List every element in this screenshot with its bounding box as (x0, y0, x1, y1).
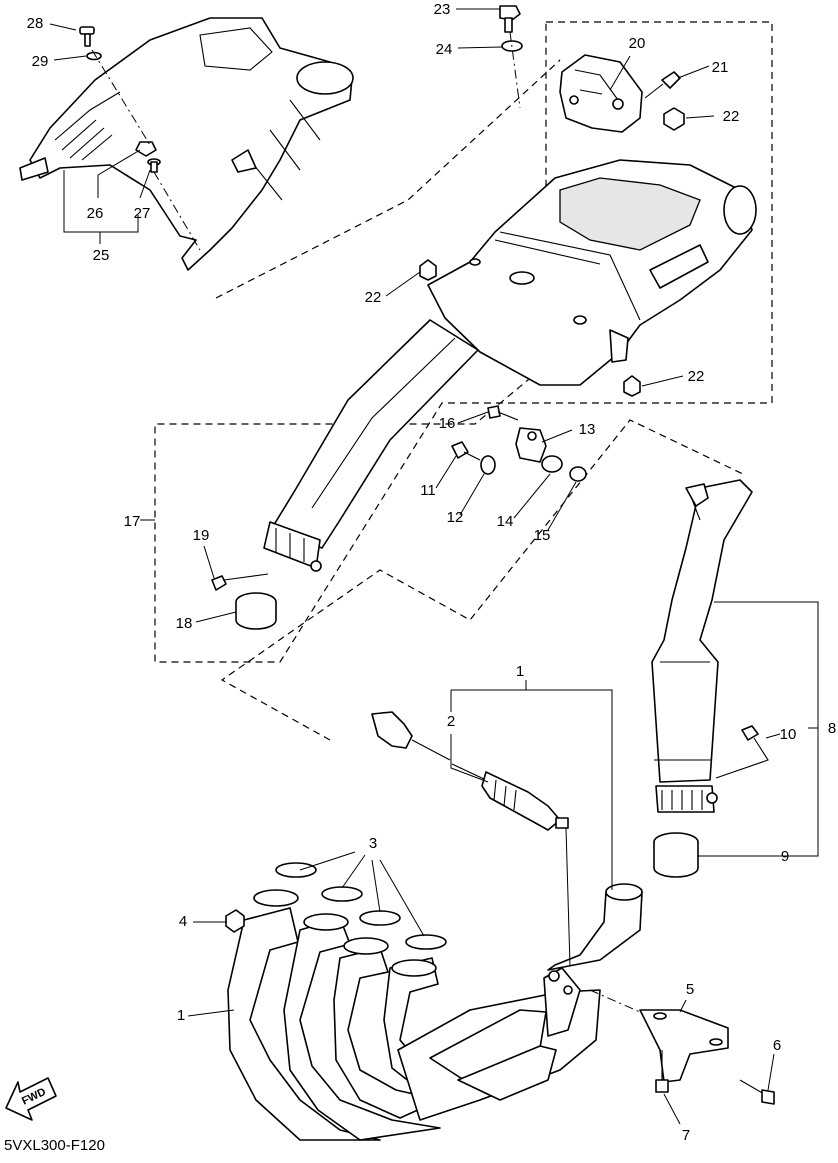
bracket-5 (639, 1009, 729, 1083)
callout-28: 28 (27, 15, 44, 32)
callout-2: 2 (447, 713, 455, 730)
callout-8: 8 (828, 720, 836, 737)
callout-1-bottom: 1 (177, 1007, 185, 1024)
bolt-19 (211, 573, 269, 591)
callout-22-right: 22 (688, 368, 705, 385)
heat-shield-link-dashed (215, 59, 561, 299)
callout-22-left: 22 (365, 289, 382, 306)
o2-sensor-2 (371, 711, 569, 831)
collar-15 (569, 466, 587, 482)
diagram-code: 5VXL300-F120 (4, 1137, 105, 1154)
screw-28-axis (91, 49, 201, 251)
bracket-5-axis (589, 989, 641, 1013)
screw-28 (79, 26, 95, 47)
callout-13: 13 (579, 421, 596, 438)
bolt-6 (739, 1079, 775, 1105)
bracket-13 (515, 427, 547, 463)
exhaust-pipe-8 (651, 479, 753, 813)
callout-6: 6 (773, 1037, 781, 1054)
callout-27: 27 (134, 205, 151, 222)
callout-16: 16 (439, 415, 456, 432)
callout-24: 24 (436, 41, 453, 58)
callout-17: 17 (124, 513, 141, 530)
bracket-20 (559, 54, 643, 133)
bolt-16 (487, 405, 519, 421)
gaskets-3 (275, 862, 447, 950)
callout-4: 4 (179, 913, 187, 930)
callout-25: 25 (93, 247, 110, 264)
callout-29: 29 (32, 53, 49, 70)
callout-21: 21 (712, 59, 729, 76)
bolt-7 (655, 1050, 669, 1093)
callout-3: 3 (369, 835, 377, 852)
nut-26 (135, 141, 157, 157)
muffler-assembly-dashed-box (154, 21, 773, 663)
muffler-link-pipe (263, 319, 479, 572)
pipe-link-dashed (220, 419, 746, 741)
callout-22-top: 22 (723, 108, 740, 125)
callout-19: 19 (193, 527, 210, 544)
nut-22-top (663, 107, 685, 131)
callout-20: 20 (629, 35, 646, 52)
bolt-23-axis (509, 31, 521, 109)
forward-direction-arrow: FWD (5, 1077, 57, 1121)
heat-shield-cover (19, 17, 354, 271)
bolt-10 (715, 725, 769, 779)
damper-14 (541, 455, 563, 473)
callout-26: 26 (87, 205, 104, 222)
callout-12: 12 (447, 509, 464, 526)
callout-18: 18 (176, 615, 193, 632)
nut-4 (225, 909, 245, 933)
callout-9: 9 (781, 848, 789, 865)
callout-14: 14 (497, 513, 514, 530)
callout-7: 7 (682, 1127, 690, 1144)
bolt-11 (451, 441, 481, 461)
washer-12 (480, 455, 496, 475)
muffler-body (427, 159, 757, 386)
nut-22-right (623, 375, 641, 397)
leader-lines (49, 8, 819, 1125)
callout-10: 10 (780, 726, 797, 743)
callout-11: 11 (420, 482, 436, 499)
bolt-23 (499, 5, 521, 33)
callout-15: 15 (534, 527, 551, 544)
exhaust-header-1 (227, 883, 643, 1141)
nut-22-left (419, 259, 437, 281)
callout-5: 5 (686, 981, 694, 998)
callout-23: 23 (434, 1, 451, 18)
bracket-13-hole (527, 431, 537, 441)
gasket-18 (235, 592, 277, 630)
bolt-21 (644, 71, 681, 99)
callout-1-top: 1 (516, 663, 524, 680)
gasket-9 (653, 832, 699, 878)
